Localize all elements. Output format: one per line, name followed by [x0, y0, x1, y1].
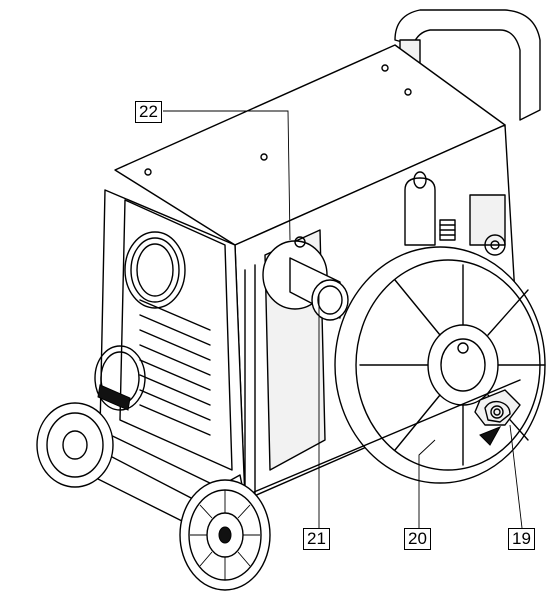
- plug: [97, 384, 131, 411]
- handle-bar: [394, 9, 541, 121]
- callout-22: 22: [135, 101, 162, 123]
- callout-20: 20: [404, 528, 431, 550]
- front-wheel: [179, 479, 271, 591]
- hub-screw: [294, 236, 306, 248]
- rotation-arrow-icon: [479, 426, 502, 446]
- leader-22: [163, 110, 291, 241]
- leader-20: [418, 439, 436, 528]
- leader-19: [509, 424, 523, 529]
- top-screw: [381, 64, 389, 72]
- top-screw: [404, 88, 412, 96]
- rear-wheel: [36, 402, 114, 488]
- top-screw: [144, 168, 152, 176]
- spool-retaining-knob: [474, 389, 521, 426]
- vent-louvres: [139, 299, 211, 436]
- cylinder-valve: [413, 171, 427, 189]
- drive-roll-assembly: [469, 194, 506, 256]
- cable-coil-upper: [124, 231, 186, 309]
- chassis-base: [234, 379, 521, 501]
- callout-21: 21: [303, 528, 330, 550]
- wire-spool: [334, 246, 546, 484]
- top-screw: [260, 153, 268, 161]
- gas-cylinder: [404, 177, 436, 246]
- callout-19: 19: [508, 528, 535, 550]
